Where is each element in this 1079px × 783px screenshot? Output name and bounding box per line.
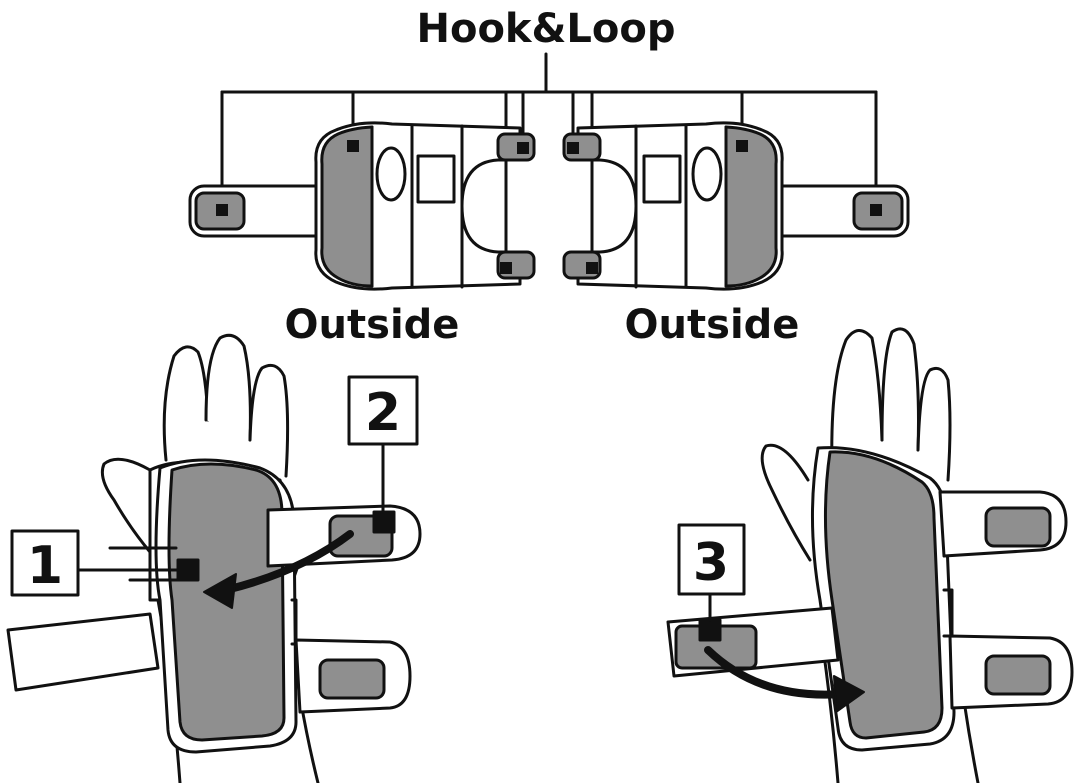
- outside-label-right: Outside: [625, 302, 800, 348]
- step-1-box: [10, 529, 80, 597]
- outside-label-left: Outside: [285, 302, 460, 348]
- hook-loop-title: Hook&Loop: [416, 6, 675, 52]
- hand-left-illustration: [6, 333, 422, 783]
- step-3-box: [677, 523, 746, 596]
- hand-right-illustration: [666, 327, 1074, 783]
- step-1-number: 1: [27, 536, 63, 596]
- step-3-number: 3: [693, 533, 729, 593]
- step-2-box: [347, 375, 419, 446]
- hook-loop-markers: [216, 140, 882, 274]
- step-2-number: 2: [365, 383, 401, 443]
- brace-left-outside: [188, 121, 536, 291]
- brace-right-outside: [562, 121, 910, 291]
